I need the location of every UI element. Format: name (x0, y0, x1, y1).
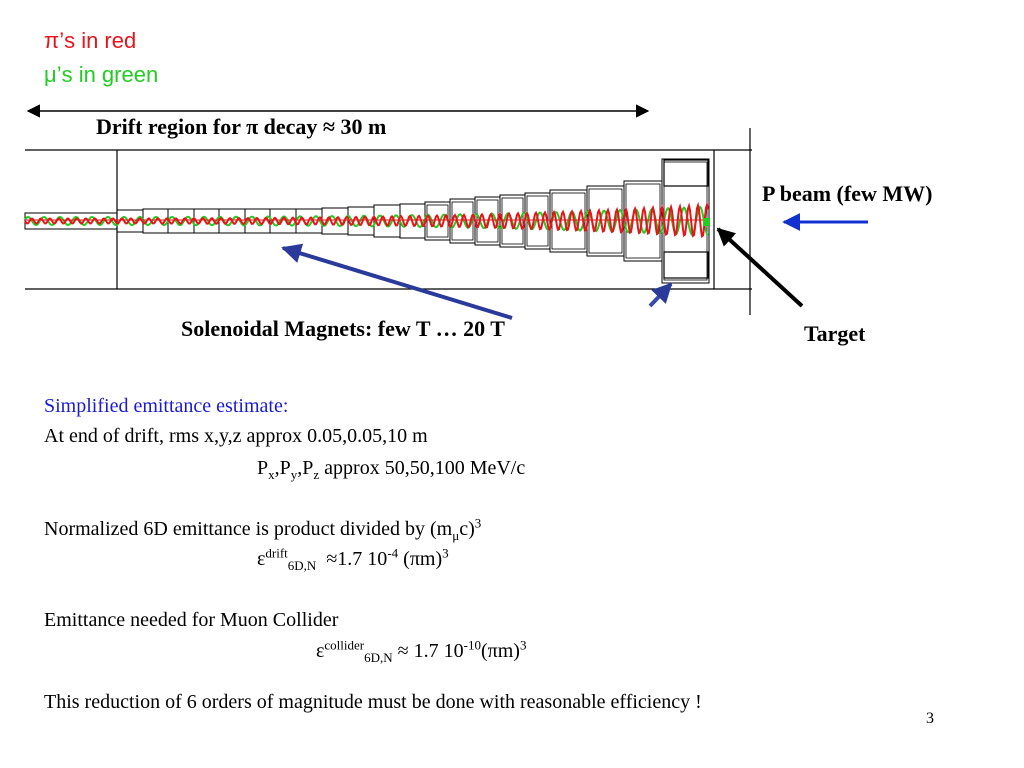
y-subscript: y (290, 467, 298, 482)
solenoid-coil-inner (588, 188, 623, 254)
unit-power: 3 (442, 545, 449, 561)
x-subscript: x (268, 467, 275, 482)
normalized-emittance-line: Normalized 6D emittance is product divid… (44, 515, 482, 543)
py-symbol: ,P (274, 457, 291, 479)
target-label: Target (804, 321, 866, 346)
cube-superscript: 3 (474, 515, 482, 531)
pion-trajectory (24, 201, 709, 239)
6dn-subscript: 6D,N (287, 558, 317, 573)
drift-region-label: Drift region for π decay ≈ 30 m (96, 114, 387, 139)
pi-m-unit-2: (πm) (480, 640, 520, 662)
reduction-statement: This reduction of 6 orders of magnitude … (44, 691, 702, 713)
page-number: 3 (926, 710, 934, 727)
pi-m-unit: (πm) (398, 548, 443, 570)
solenoid-coil (269, 208, 297, 234)
solenoidal-magnets-label: Solenoidal Magnets: few T … 20 T (181, 316, 505, 341)
pz-symbol: ,P (297, 457, 314, 479)
magnets-pointer-arrow-2 (648, 282, 673, 308)
target-shield-block (663, 159, 709, 187)
momentum-values: approx 50,50,100 MeV/c (319, 457, 526, 479)
pion-legend-label: ’s in red (59, 28, 137, 53)
unit-power-2: 3 (519, 637, 527, 653)
mu-symbol: μ (44, 62, 57, 87)
solenoid-coil (373, 204, 401, 238)
z-subscript: z (313, 467, 320, 482)
collider-need-line: Emittance needed for Muon Collider (44, 609, 339, 631)
collider-emittance-value: ≈ 1.7 10 (392, 640, 464, 662)
collider-emittance-equation: εcollider6D,N ≈ 1.7 10-10(πm)3 (316, 637, 527, 665)
magnets-pointer-arrow (281, 243, 513, 320)
target-marker (703, 218, 710, 226)
drift-rms-line: At end of drift, rms x,y,z approx 0.05,0… (44, 425, 428, 447)
muon-legend-label: ’s in green (56, 62, 159, 87)
pion-legend: π’s in red (44, 28, 136, 54)
solenoid-coil (167, 208, 195, 234)
target-pointer-arrow (716, 227, 804, 308)
drift-emittance-value: ≈1.7 10 (316, 548, 388, 570)
normalized-emittance-after: c) (459, 518, 475, 540)
solenoid-coil (424, 201, 451, 241)
proton-beam-label: P beam (few MW) (762, 181, 933, 206)
mu-subscript: μ (452, 528, 460, 543)
emittance-heading: Simplified emittance estimate: (44, 395, 289, 417)
collider-superscript: collider (324, 637, 365, 653)
muon-legend: μ’s in green (44, 62, 158, 88)
6dn-subscript-2: 6D,N (364, 650, 393, 665)
epsilon-symbol: ε (257, 548, 266, 570)
drift-superscript: drift (265, 545, 288, 561)
normalized-emittance-text: Normalized 6D emittance is product divid… (44, 518, 453, 540)
target-shield-block (663, 251, 709, 279)
exponent-superscript: -4 (387, 545, 399, 561)
p-symbol: P (257, 457, 269, 479)
momentum-spread-line: Px,Py,Pz approx 50,50,100 MeV/c (257, 457, 526, 482)
epsilon-symbol-2: ε (316, 640, 325, 662)
drift-emittance-equation: εdrift6D,N ≈1.7 10-4 (πm)3 (257, 545, 449, 573)
pi-symbol: π (44, 28, 60, 53)
exponent-superscript-2: -10 (463, 637, 481, 653)
